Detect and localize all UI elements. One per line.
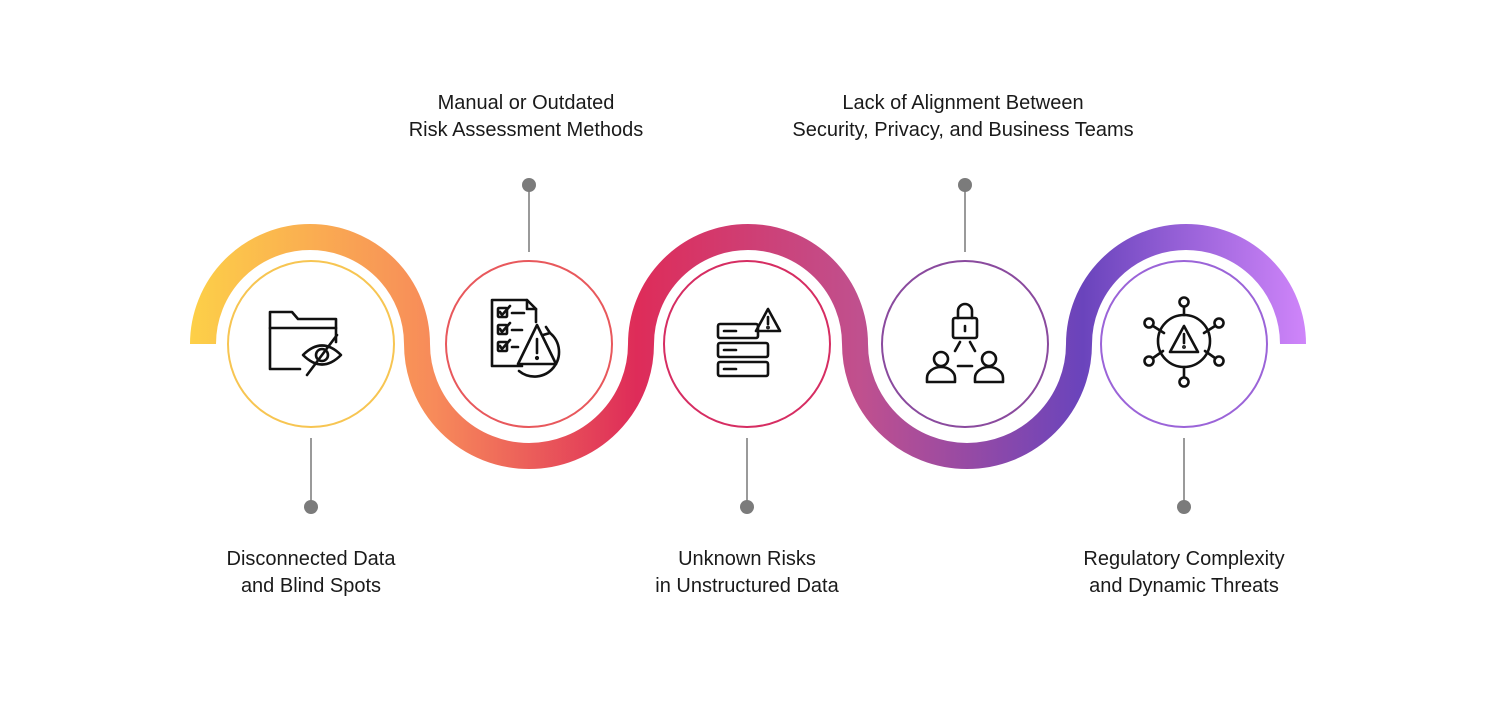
- connectors: [304, 178, 1191, 514]
- threat-network-icon: [1143, 296, 1225, 388]
- checklist-warning-icon: [490, 298, 561, 378]
- ring-1: [227, 260, 395, 428]
- label-unknown-risks: Unknown Risks in Unstructured Data: [655, 548, 839, 597]
- lock-team-icon: [925, 302, 1005, 384]
- label-regulatory: Regulatory Complexity and Dynamic Threat…: [1083, 548, 1285, 597]
- label-lack-alignment: Lack of Alignment Between Security, Priv…: [792, 92, 1134, 141]
- folder-hidden-icon: [268, 310, 343, 377]
- ring-4: [881, 260, 1049, 428]
- label-manual-risk: Manual or Outdated Risk Assessment Metho…: [408, 92, 644, 141]
- label-disconnected-data: Disconnected Data and Blind Spots: [226, 548, 396, 597]
- wave-band: [190, 224, 1306, 469]
- server-warning-icon: [716, 307, 782, 378]
